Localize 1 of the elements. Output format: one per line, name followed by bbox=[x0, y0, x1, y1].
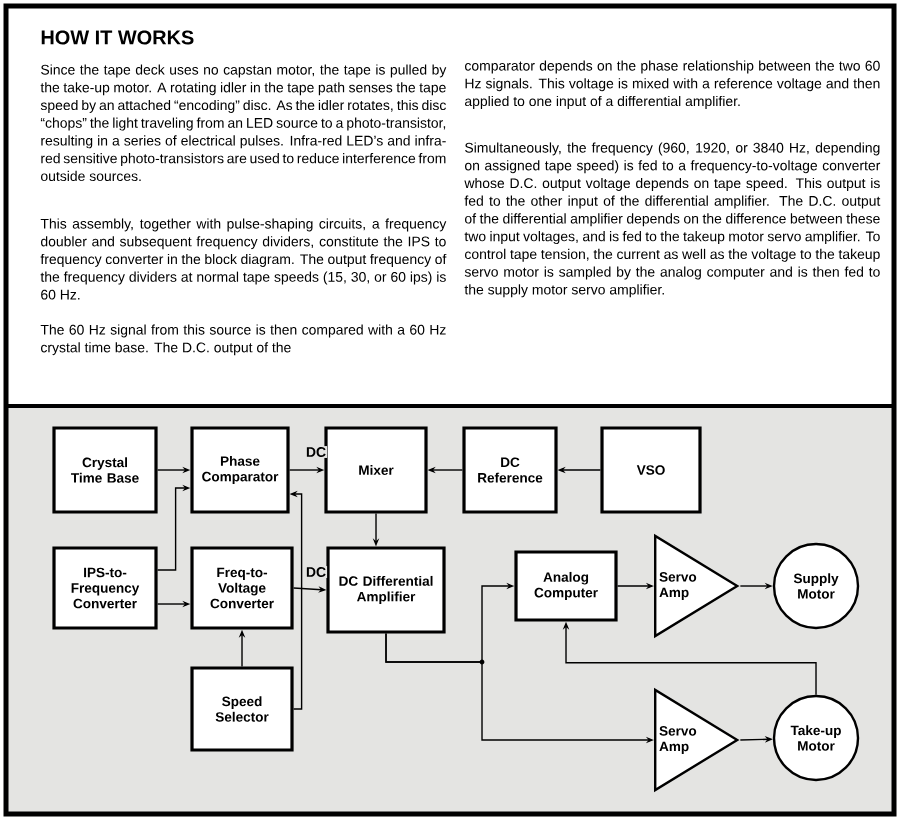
heading: HOW IT WORKS bbox=[41, 30, 194, 45]
